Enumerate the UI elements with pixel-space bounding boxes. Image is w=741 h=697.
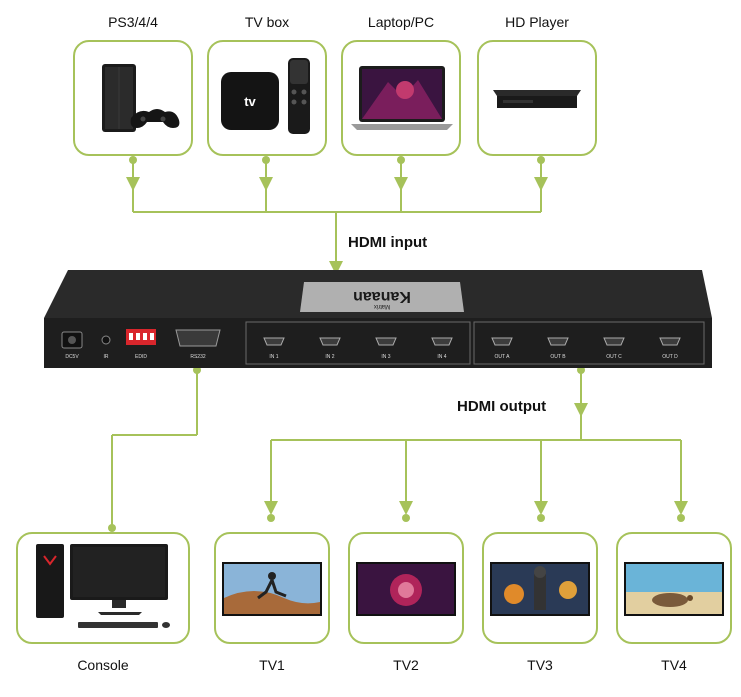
input-box-laptop xyxy=(341,40,461,156)
input-box-ps xyxy=(73,40,193,156)
port-label-out-d: OUT D xyxy=(662,354,678,360)
port-label-in-3: IN 3 xyxy=(381,354,390,360)
tv-turtle-icon xyxy=(624,562,724,616)
input-label-laptop: Laptop/PC xyxy=(367,14,435,30)
desktop-computer-icon xyxy=(36,544,170,628)
output-box-tv1 xyxy=(214,532,330,644)
port-label-rs232: RS232 xyxy=(190,354,206,360)
hdmi-in-2-port-icon xyxy=(319,337,341,346)
hdmi-in-3-port-icon xyxy=(375,337,397,346)
hdmi-out-a-port-icon xyxy=(491,337,513,346)
port-label-ir: IR xyxy=(104,354,109,360)
game-console-icon xyxy=(102,64,180,132)
port-label-in-2: IN 2 xyxy=(325,354,334,360)
tv-game-icon xyxy=(490,562,590,616)
output-label-tv3: TV3 xyxy=(527,657,553,673)
ir-jack-icon xyxy=(101,335,111,345)
hdmi-in-4-port-icon xyxy=(431,337,453,346)
device-model: Matrix xyxy=(374,303,390,309)
tv-runner-icon xyxy=(222,562,322,616)
tv-box-icon: tv xyxy=(221,58,310,134)
device-brand: Kanaan xyxy=(353,288,411,305)
media-player-icon xyxy=(493,90,581,108)
hdmi-out-d-port-icon xyxy=(659,337,681,346)
port-label-out-a: OUT A xyxy=(495,354,511,360)
rs232-port-icon xyxy=(175,329,221,347)
input-box-hdplayer xyxy=(477,40,597,156)
hdmi-input-label: HDMI input xyxy=(348,234,428,251)
port-label-power: DC5V xyxy=(65,354,79,360)
output-label-tv1: TV1 xyxy=(259,657,285,673)
input-box-tvbox: tv xyxy=(207,40,327,156)
output-box-console xyxy=(16,532,190,644)
hdmi-in-1-port-icon xyxy=(263,337,285,346)
port-label-in-1: IN 1 xyxy=(269,354,278,360)
input-label-hdplayer: HD Player xyxy=(505,14,569,30)
output-box-tv2 xyxy=(348,532,464,644)
output-label-tv2: TV2 xyxy=(393,657,419,673)
port-label-out-b: OUT B xyxy=(550,354,566,360)
output-box-tv3 xyxy=(482,532,598,644)
output-label-tv4: TV4 xyxy=(661,657,687,673)
edid-dip-switch-icon xyxy=(126,329,156,345)
port-label-in-4: IN 4 xyxy=(437,354,446,360)
output-box-tv4 xyxy=(616,532,732,644)
hdmi-out-c-port-icon xyxy=(603,337,625,346)
tv-motorcycle-icon xyxy=(356,562,456,616)
input-label-ps: PS3/4/4 xyxy=(108,14,158,30)
input-label-tvbox: TV box xyxy=(244,14,290,30)
hdmi-output-label: HDMI output xyxy=(457,398,547,415)
port-label-out-c: OUT C xyxy=(606,354,622,360)
tv-box-screen-text: tv xyxy=(244,94,256,109)
laptop-icon xyxy=(351,66,453,130)
port-label-edid: EDID xyxy=(135,354,147,360)
output-label-console: Console xyxy=(77,657,129,673)
hdmi-out-b-port-icon xyxy=(547,337,569,346)
